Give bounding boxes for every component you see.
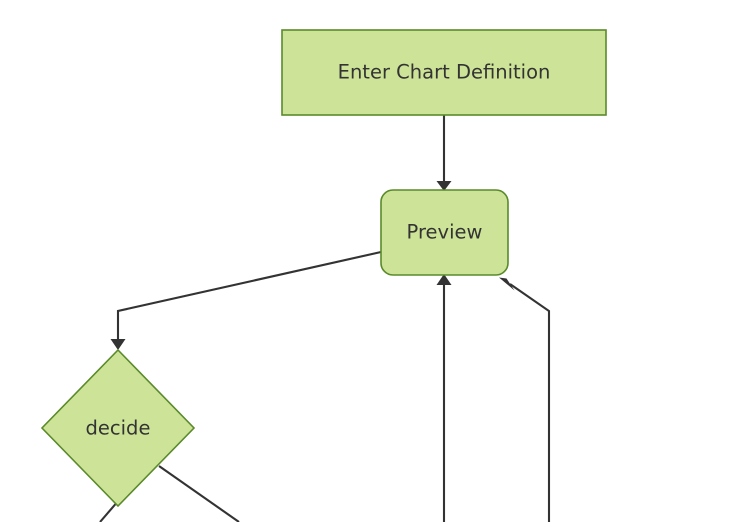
node-preview-shape[interactable] — [380, 189, 509, 276]
node-decide-shape[interactable] — [40, 348, 196, 508]
arrowhead-upleft-preview-bottom-right — [499, 277, 515, 291]
edge-enter-to-preview — [436, 115, 452, 191]
arrowhead-up-preview-bottom — [436, 274, 452, 285]
node-enter-chart-definition-label: Enter Chart Definition — [338, 61, 551, 84]
edge-preview-to-decide-line — [116, 250, 382, 340]
node-preview-label: Preview — [407, 221, 483, 244]
edge-layer — [99, 115, 551, 522]
node-layer: Enter Chart Definition Preview decide — [40, 29, 607, 508]
arrowhead-down-decide-top — [110, 339, 126, 350]
node-preview[interactable]: Preview — [380, 189, 509, 276]
node-decide[interactable]: decide — [40, 348, 196, 508]
edge-decide-out-right-line — [158, 465, 240, 522]
arrowhead-down-preview-top — [436, 181, 452, 191]
edge-decide-out-right — [158, 465, 240, 522]
edge-into-preview-bottom-right — [499, 277, 551, 522]
edge-preview-to-decide — [110, 250, 382, 350]
node-decide-label: decide — [86, 417, 151, 440]
edge-into-preview-bottom-right-line — [509, 283, 551, 522]
edge-into-preview-bottom-center — [436, 274, 452, 522]
node-enter-chart-definition[interactable]: Enter Chart Definition — [281, 29, 607, 116]
node-enter-chart-definition-shape[interactable] — [281, 29, 607, 116]
